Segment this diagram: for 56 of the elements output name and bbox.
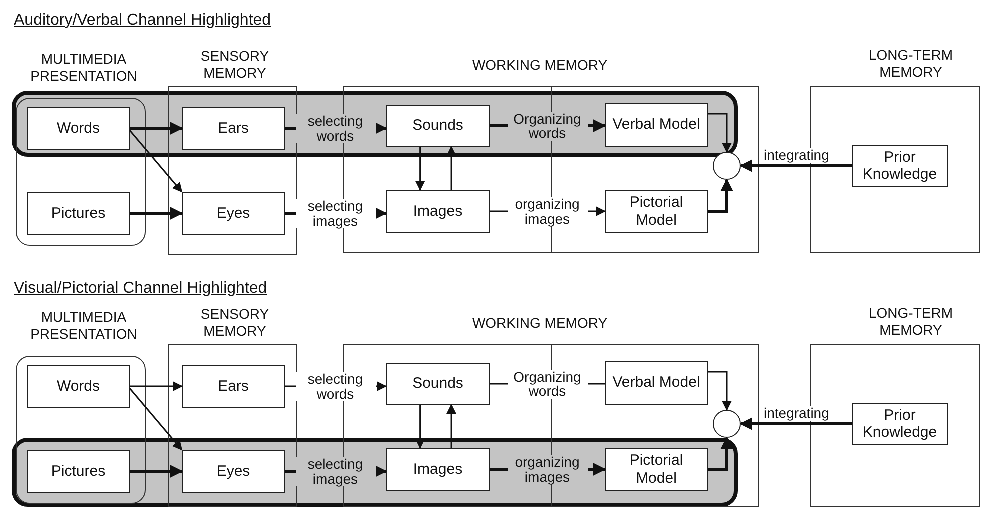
- process-box: Prior Knowledge: [852, 145, 948, 187]
- column-heading: SENSORY MEMORY: [200, 47, 270, 83]
- process-box: Words: [27, 365, 130, 408]
- column-heading: LONG-TERM MEMORY: [868, 46, 954, 82]
- edge-label: selecting images: [296, 199, 376, 228]
- process-box: Ears: [182, 107, 285, 150]
- junction-circle: [713, 152, 741, 180]
- process-box: Verbal Model: [605, 103, 708, 147]
- process-box: Words: [27, 107, 130, 150]
- arrow: [708, 436, 734, 471]
- column-heading: MULTIMEDIA PRESENTATION: [30, 50, 138, 86]
- edge-label: selecting words: [296, 114, 376, 144]
- edge-label: selecting words: [296, 372, 376, 402]
- arrow: [446, 146, 457, 190]
- edge-label: selecting images: [296, 457, 376, 486]
- process-box: Pictorial Model: [605, 190, 708, 233]
- edge-label: Organizing words: [508, 112, 588, 141]
- arrow: [130, 465, 184, 478]
- process-box: Pictures: [27, 450, 130, 493]
- arrow: [130, 207, 184, 220]
- arrow: [129, 388, 183, 451]
- arrow: [708, 113, 732, 153]
- arrow: [740, 160, 852, 172]
- edge-label: integrating: [763, 406, 830, 421]
- process-box: Images: [386, 190, 490, 233]
- junction-circle: [713, 410, 741, 438]
- process-box: Prior Knowledge: [852, 403, 948, 445]
- arrow: [415, 147, 426, 191]
- process-box: Sounds: [386, 363, 490, 405]
- arrow: [740, 418, 852, 430]
- arrow: [415, 405, 426, 449]
- arrow: [446, 404, 457, 448]
- process-box: Eyes: [182, 450, 285, 493]
- process-box: Images: [386, 448, 490, 491]
- edge-label: integrating: [763, 148, 830, 163]
- process-box: Pictorial Model: [605, 448, 708, 491]
- process-box: Sounds: [386, 105, 490, 147]
- arrow: [708, 371, 732, 411]
- process-box: Eyes: [182, 192, 285, 235]
- column-heading: WORKING MEMORY: [471, 56, 609, 75]
- process-box: Ears: [182, 365, 285, 408]
- process-box: Verbal Model: [605, 361, 708, 405]
- edge-label: Organizing words: [508, 370, 588, 399]
- edge-label: organizing images: [508, 197, 588, 226]
- edge-label: organizing images: [508, 455, 588, 484]
- arrow: [708, 178, 734, 213]
- column-heading: LONG-TERM MEMORY: [868, 304, 954, 340]
- panel-title: Auditory/Verbal Channel Highlighted: [14, 12, 272, 30]
- arrow: [130, 382, 183, 392]
- process-box: Pictures: [27, 192, 130, 235]
- arrow: [130, 122, 184, 135]
- column-heading: WORKING MEMORY: [471, 314, 609, 333]
- panel-title: Visual/Pictorial Channel Highlighted: [14, 280, 268, 298]
- column-heading: SENSORY MEMORY: [200, 305, 270, 341]
- arrow: [129, 130, 183, 193]
- column-heading: MULTIMEDIA PRESENTATION: [30, 308, 138, 344]
